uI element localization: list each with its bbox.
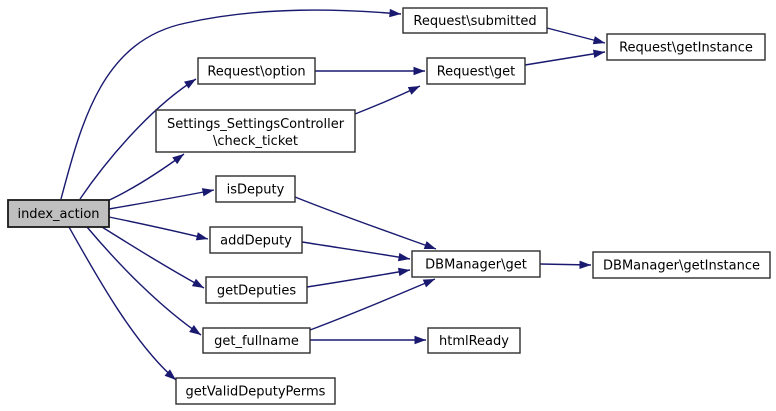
edge-getdeputies-to-dbmanager_get (306, 267, 411, 288)
node-getdeputies-box (205, 276, 308, 304)
node-adddeputy-label: addDeputy (220, 234, 292, 249)
node-htmlready-box (427, 327, 521, 354)
node-dbmanager-getinstance[interactable]: DBManager\getInstance (592, 251, 771, 279)
node-request-get-box (426, 57, 526, 85)
node-getvaliddeputyperms-label: getValidDeputyPerms (186, 385, 326, 400)
node-dbmanager-getinstance-box (592, 251, 771, 279)
edge-get_fullname-to-dbmanager_get (309, 278, 436, 331)
node-get-fullname-label: get_fullname (214, 334, 299, 349)
node-request-option-label: Request\option (207, 65, 305, 80)
node-get-fullname-box (202, 327, 311, 354)
edge-adddeputy-to-dbmanager_get (301, 241, 411, 262)
node-request-getinstance[interactable]: Request\getInstance (606, 33, 766, 61)
edge-request_submitted-to-request_getinstance (546, 27, 606, 45)
node-isdeputy-label: isDeputy (227, 183, 285, 198)
edge-index_action-to-isdeputy (108, 188, 215, 210)
node-adddeputy[interactable]: addDeputy (209, 226, 303, 254)
node-adddeputy-box (209, 226, 303, 254)
edge-index_action-to-adddeputy (108, 216, 209, 241)
edge-request_get-to-request_getinstance (524, 49, 606, 66)
node-settings-check-ticket-label-line1: Settings_SettingsController (167, 117, 345, 132)
node-get-fullname[interactable]: get_fullname (202, 327, 311, 354)
node-request-getinstance-label: Request\getInstance (619, 41, 753, 56)
node-request-get[interactable]: Request\get (426, 57, 526, 85)
edge-index_action-to-get_fullname (86, 226, 202, 336)
edge-index_action-to-check_ticket (102, 153, 185, 204)
node-request-submitted-box (402, 7, 548, 34)
node-request-getinstance-box (606, 33, 766, 61)
node-request-submitted[interactable]: Request\submitted (402, 7, 548, 34)
node-index-action-label: index_action (17, 207, 99, 222)
node-request-option[interactable]: Request\option (197, 57, 316, 85)
node-htmlready-label: htmlReady (439, 334, 509, 349)
node-settings-check-ticket[interactable]: Settings_SettingsController \check_ticke… (155, 109, 356, 153)
node-dbmanager-get-box (411, 250, 541, 278)
node-isdeputy-box (215, 175, 296, 203)
edge-index_action-to-request_submitted (60, 8, 402, 200)
node-isdeputy[interactable]: isDeputy (215, 175, 296, 203)
node-settings-check-ticket-label-line2: \check_ticket (213, 134, 298, 149)
node-dbmanager-get-label: DBManager\get (425, 258, 527, 273)
node-getdeputies[interactable]: getDeputies (205, 276, 308, 304)
edge-dbmanager_get-to-dbmanager_getinstance (539, 260, 592, 269)
edge-index_action-to-getdeputies (101, 226, 205, 289)
node-htmlready[interactable]: htmlReady (427, 327, 521, 354)
edge-index_action-to-request_option (79, 78, 197, 200)
node-dbmanager-getinstance-label: DBManager\getInstance (603, 259, 760, 274)
node-request-submitted-label: Request\submitted (413, 14, 536, 29)
node-index-action[interactable]: index_action (7, 199, 110, 228)
edge-index_action-to-getvaliddeputyperms (68, 226, 177, 381)
node-request-option-box (197, 57, 316, 85)
node-index-action-box (7, 199, 110, 228)
node-getdeputies-label: getDeputies (217, 284, 297, 299)
node-settings-check-ticket-box (155, 109, 356, 153)
node-getvaliddeputyperms[interactable]: getValidDeputyPerms (175, 377, 336, 405)
edge-check_ticket-to-request_get (354, 85, 421, 115)
node-dbmanager-get[interactable]: DBManager\get (411, 250, 541, 278)
edge-isdeputy-to-dbmanager_get (294, 196, 437, 250)
node-request-get-label: Request\get (437, 65, 516, 80)
node-getvaliddeputyperms-box (175, 377, 336, 405)
